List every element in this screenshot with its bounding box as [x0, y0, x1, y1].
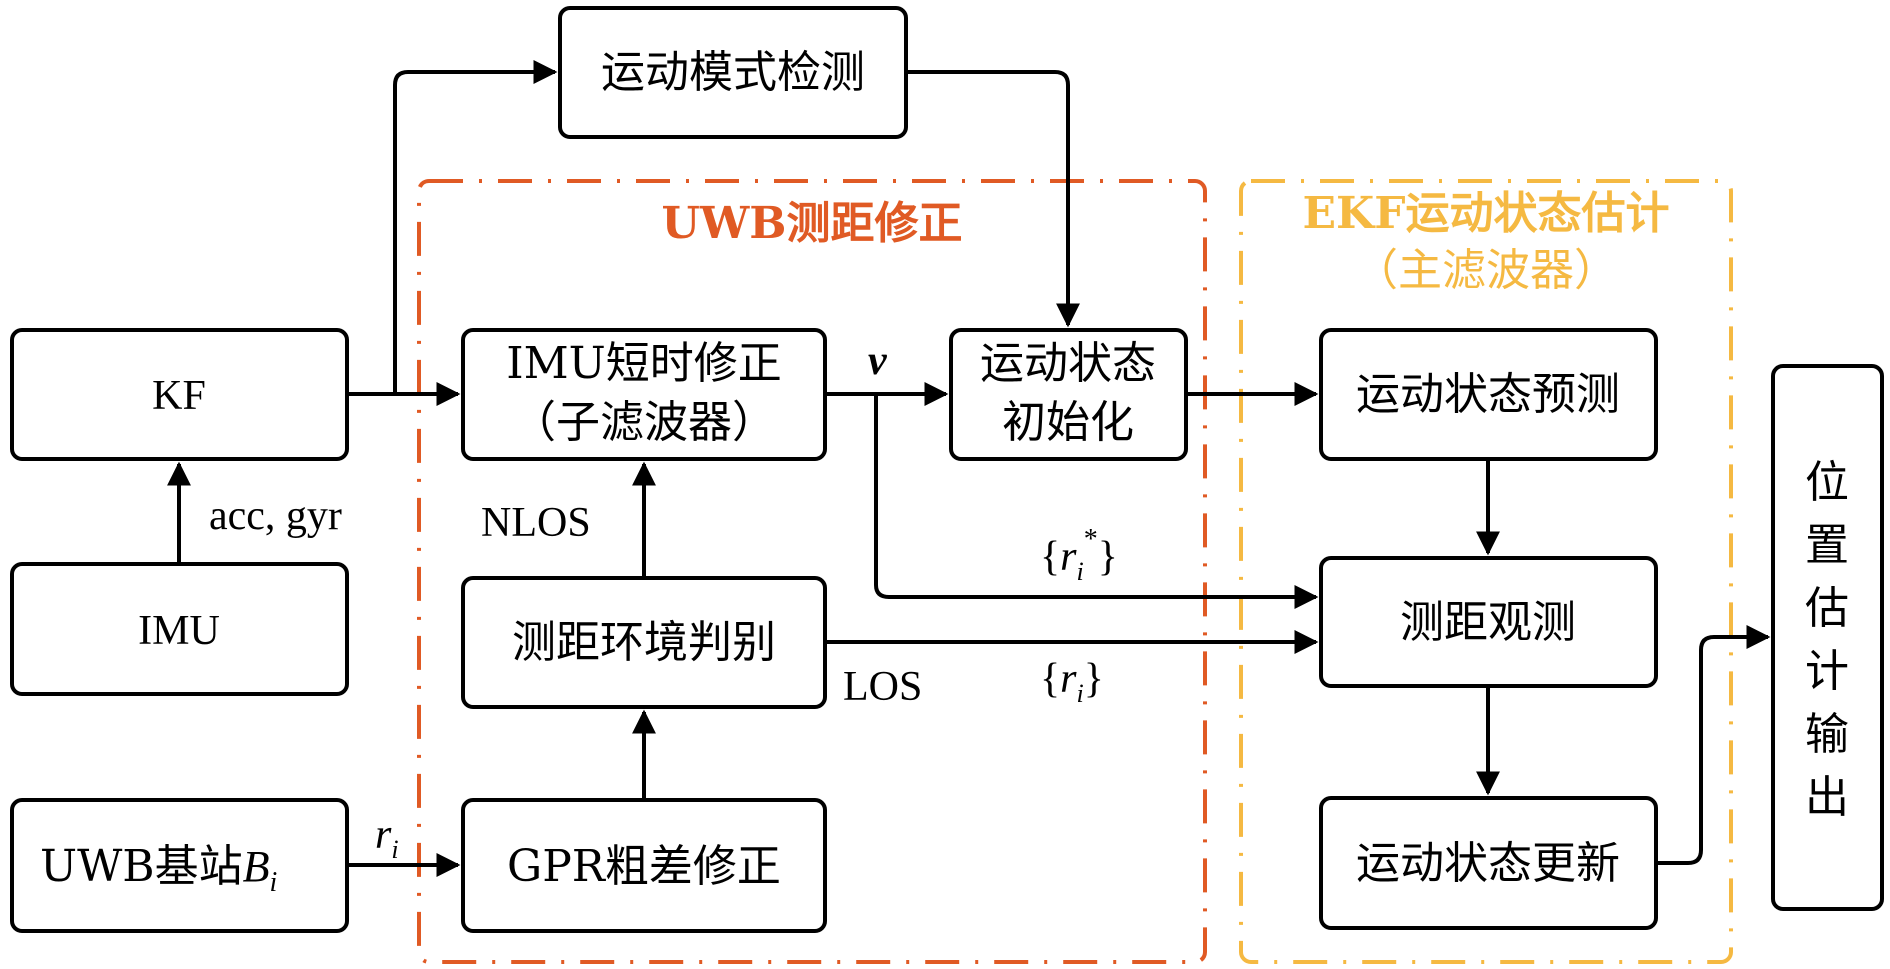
label-los: LOS [843, 664, 922, 710]
svg-text:GPR粗差修正: GPR粗差修正 [507, 841, 781, 892]
label-ri-star-set: {ri*} [1040, 524, 1118, 586]
svg-text:初始化: 初始化 [1002, 397, 1134, 448]
svg-text:运动模式检测: 运动模式检测 [601, 47, 865, 98]
ekf-region-subtitle: （主滤波器） [1354, 245, 1618, 296]
ekf-region-frame [1239, 179, 1733, 964]
node-update: 运动状态更新 [1319, 796, 1658, 930]
label-v: v [868, 338, 888, 384]
svg-text:输: 输 [1805, 709, 1849, 760]
svg-text:位: 位 [1805, 457, 1849, 508]
svg-text:IMU短时修正: IMU短时修正 [506, 338, 782, 389]
svg-text:（子滤波器）: （子滤波器） [512, 397, 776, 448]
node-imu: IMU [10, 562, 349, 696]
ekf-region-title: EKF运动状态估计 [1302, 188, 1669, 239]
svg-text:运动状态更新: 运动状态更新 [1356, 838, 1620, 889]
svg-text:UWB基站Bi: UWB基站Bi [40, 841, 277, 898]
node-env-judge: 测距环境判别 [461, 576, 827, 709]
label-ri-uwb: ri [375, 812, 399, 864]
svg-text:置: 置 [1805, 520, 1849, 571]
svg-text:运动状态预测: 运动状态预测 [1356, 369, 1620, 420]
svg-text:估: 估 [1805, 583, 1849, 634]
node-init: 运动状态 初始化 [949, 328, 1188, 461]
svg-text:运动状态: 运动状态 [980, 338, 1156, 389]
label-acc-gyr: acc, gyr [209, 493, 342, 539]
svg-text:测距观测: 测距观测 [1400, 597, 1576, 648]
node-kf: KF [10, 328, 349, 461]
node-uwb-base: UWB基站Bi [10, 798, 349, 933]
svg-text:出: 出 [1805, 772, 1849, 823]
edge-v-to-observe [874, 394, 1319, 609]
uwb-region-frame [417, 179, 1207, 964]
label-nlos: NLOS [481, 500, 591, 546]
node-gpr: GPR粗差修正 [461, 798, 827, 933]
edge-update-to-output [1656, 625, 1771, 865]
uwb-region-title: UWB测距修正 [662, 198, 963, 249]
label-ri-set: {ri} [1040, 656, 1104, 708]
svg-text:计: 计 [1805, 646, 1849, 697]
node-observe: 测距观测 [1319, 556, 1658, 688]
svg-text:IMU: IMU [138, 608, 220, 654]
node-output: 位 置 估 计 输 出 [1771, 364, 1884, 911]
edge-motion-mode-to-init [906, 70, 1080, 328]
svg-text:KF: KF [152, 373, 206, 419]
node-imu-short-correction: IMU短时修正 （子滤波器） [461, 328, 827, 461]
edge-kf-to-motion-mode [393, 60, 558, 394]
node-motion-mode: 运动模式检测 [558, 6, 908, 139]
svg-text:测距环境判别: 测距环境判别 [512, 617, 776, 668]
node-predict: 运动状态预测 [1319, 328, 1658, 461]
